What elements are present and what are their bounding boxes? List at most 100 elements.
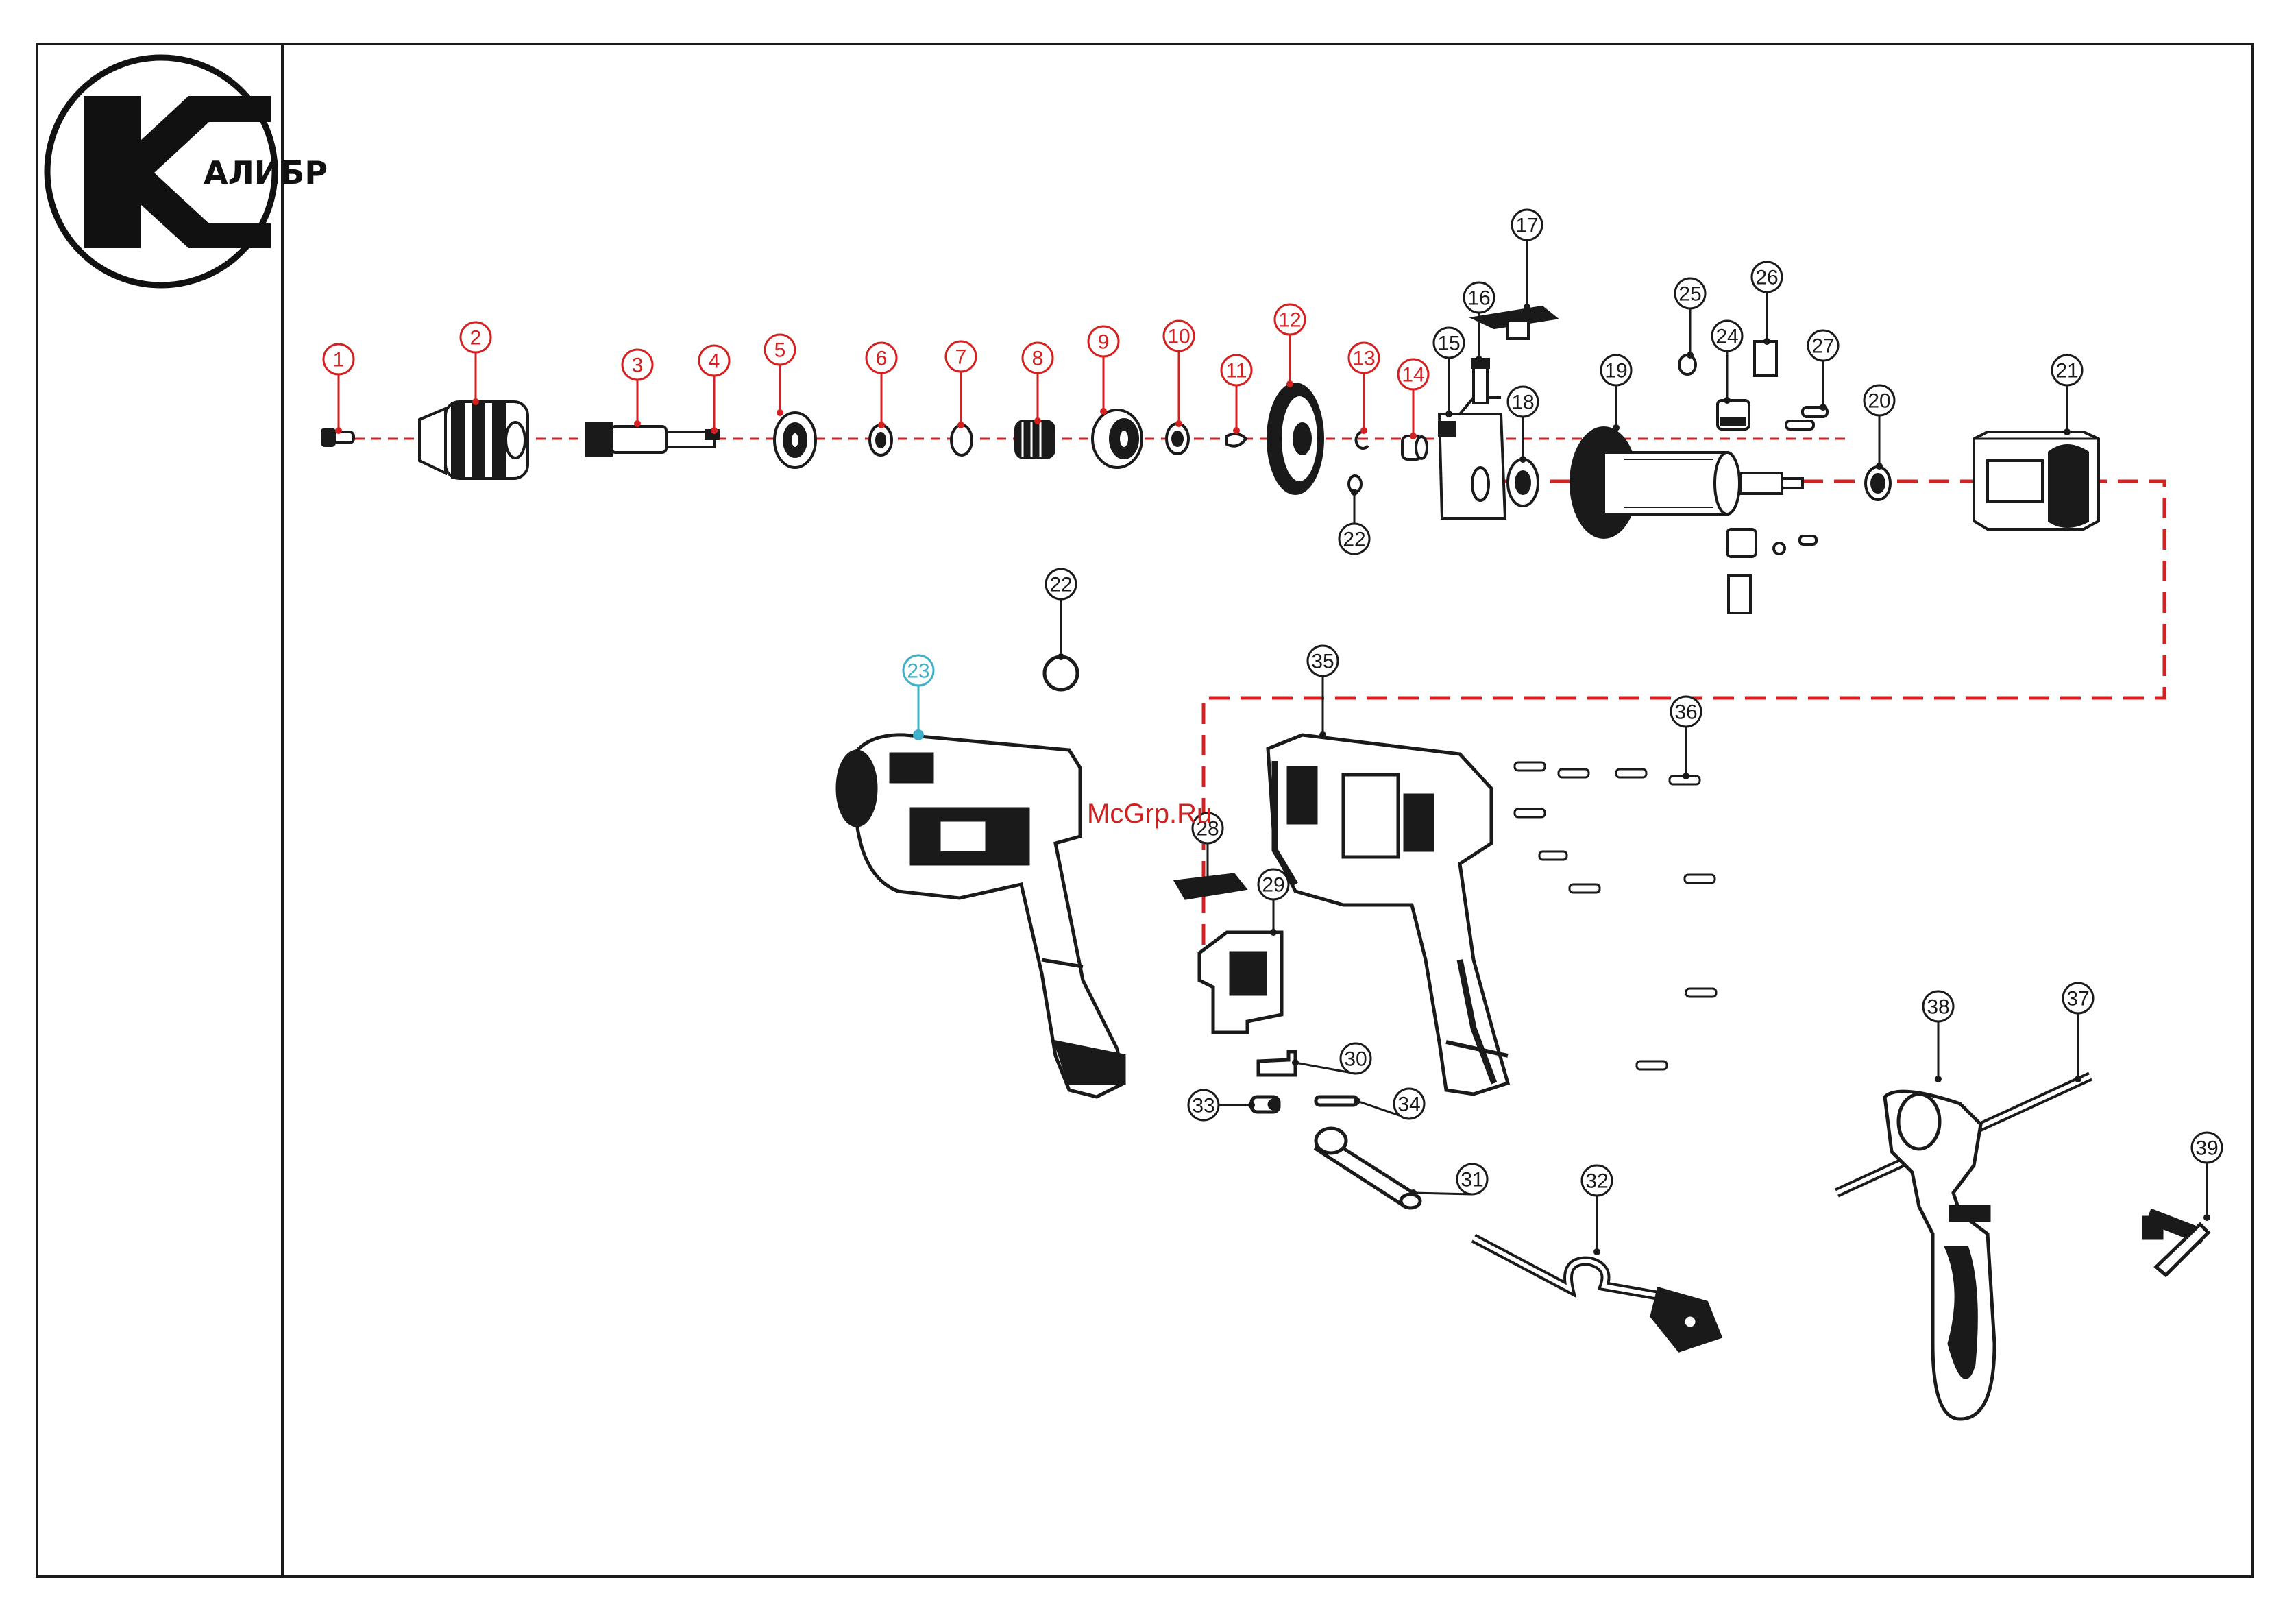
part-label-26: 26	[1752, 262, 1782, 292]
part-30-clamp	[1258, 1052, 1295, 1075]
leader-dot-16	[1476, 356, 1482, 363]
label-number-36: 36	[1674, 701, 1697, 724]
part-label-22: 22	[1046, 569, 1076, 599]
part-10-washer	[1167, 424, 1188, 454]
label-number-1: 1	[333, 349, 345, 372]
part-6-washer	[870, 425, 892, 455]
leader-line-31	[1413, 1193, 1472, 1194]
part-label-32: 32	[1582, 1165, 1612, 1196]
part-21-stator	[1974, 432, 2099, 529]
label-number-38: 38	[1927, 996, 1949, 1019]
part-35-right-housing	[1268, 735, 1508, 1094]
label-number-8: 8	[1032, 348, 1044, 370]
leader-dot-37	[2075, 1076, 2081, 1082]
label-number-19: 19	[1604, 360, 1627, 383]
label-number-29: 29	[1262, 874, 1284, 897]
part-8-spring	[1016, 421, 1054, 458]
leader-dot-14	[1410, 433, 1417, 439]
assembly-axis-lines	[322, 439, 2164, 946]
part-label-17: 17	[1512, 210, 1542, 240]
leader-dot-39	[2203, 1214, 2210, 1221]
label-number-32: 32	[1585, 1170, 1608, 1193]
label-number-22: 22	[1049, 574, 1072, 596]
part-20-bearing	[1866, 467, 1890, 500]
part-19-armature	[1571, 428, 1803, 537]
leader-dot-10	[1175, 420, 1182, 427]
label-number-23: 23	[907, 660, 929, 683]
part-label-15: 15	[1434, 328, 1464, 358]
part-2-drill-chuck	[419, 402, 528, 479]
leader-dot-36	[1683, 773, 1689, 779]
part-label-29: 29	[1258, 869, 1289, 899]
part-label-8: 8	[1023, 343, 1053, 373]
part-label-18: 18	[1508, 387, 1538, 417]
part-25-ring	[1679, 355, 1696, 374]
label-number-11: 11	[1225, 360, 1247, 383]
leader-dot-19	[1613, 424, 1620, 431]
label-number-24: 24	[1715, 326, 1738, 348]
part-39-chuck-key	[2144, 1211, 2208, 1275]
part-label-9: 9	[1088, 326, 1119, 356]
leader-dot-24	[1724, 397, 1731, 404]
label-number-31: 31	[1461, 1169, 1483, 1191]
part-label-27: 27	[1808, 330, 1838, 361]
part-3-spindle	[587, 424, 714, 455]
leader-dot-8	[1034, 417, 1041, 424]
leader-dot-34	[1354, 1098, 1360, 1104]
part-36-screws	[1515, 762, 1716, 1069]
part-label-12: 12	[1275, 304, 1305, 335]
label-number-10: 10	[1167, 326, 1190, 348]
leader-dot-28	[1204, 878, 1211, 885]
part-16-pin	[1472, 359, 1489, 403]
part-label-4: 4	[699, 346, 729, 376]
leader-dot-15	[1445, 411, 1452, 417]
label-number-4: 4	[709, 350, 720, 373]
label-number-37: 37	[2066, 988, 2089, 1010]
label-number-39: 39	[2195, 1137, 2218, 1160]
part-label-25: 25	[1675, 278, 1705, 308]
part-18-bearing	[1508, 459, 1538, 506]
part-label-13: 13	[1349, 343, 1379, 373]
part-label-1: 1	[323, 344, 354, 374]
kalibr-k-logo-icon: АЛИБР	[47, 58, 328, 285]
part-label-21: 21	[2052, 355, 2082, 385]
leader-dot-22	[1351, 489, 1358, 496]
part-14-bushing	[1402, 436, 1427, 459]
leader-dot-3	[634, 420, 641, 427]
part-22-ring-lower	[1045, 657, 1077, 690]
leader-dot-9	[1100, 408, 1107, 415]
label-number-27: 27	[1811, 335, 1834, 358]
part-label-3: 3	[622, 350, 652, 380]
part-label-38: 38	[1923, 991, 1953, 1021]
label-number-21: 21	[2055, 360, 2078, 383]
label-number-3: 3	[632, 354, 644, 377]
part-29-switch	[1199, 932, 1282, 1032]
label-number-22: 22	[1343, 529, 1365, 551]
label-number-5: 5	[774, 339, 786, 362]
label-number-18: 18	[1511, 391, 1534, 414]
part-31-grip	[1316, 1128, 1420, 1208]
leader-dot-32	[1593, 1248, 1600, 1255]
label-number-26: 26	[1755, 267, 1778, 289]
leader-dot-21	[2064, 428, 2071, 435]
label-number-16: 16	[1467, 287, 1490, 310]
part-label-5: 5	[765, 335, 795, 365]
label-number-14: 14	[1402, 364, 1424, 387]
part-38-side-handle	[1885, 1091, 1994, 1419]
part-label-10: 10	[1164, 321, 1194, 351]
part-label-7: 7	[946, 341, 976, 372]
part-label-19: 19	[1601, 355, 1631, 385]
part-label-11: 11	[1221, 355, 1251, 385]
part-label-31: 31	[1457, 1164, 1487, 1194]
leader-dot-17	[1524, 304, 1530, 311]
label-number-6: 6	[876, 348, 888, 370]
leader-dot-38	[1935, 1076, 1942, 1082]
part-11-key	[1227, 434, 1246, 446]
logo-text: АЛИБР	[204, 154, 328, 191]
leader-dot-13	[1360, 427, 1367, 434]
part-label-16: 16	[1464, 282, 1494, 313]
part-26-carbon-brush	[1755, 341, 1776, 376]
leader-dot-35	[1319, 731, 1326, 738]
label-number-17: 17	[1515, 215, 1538, 237]
